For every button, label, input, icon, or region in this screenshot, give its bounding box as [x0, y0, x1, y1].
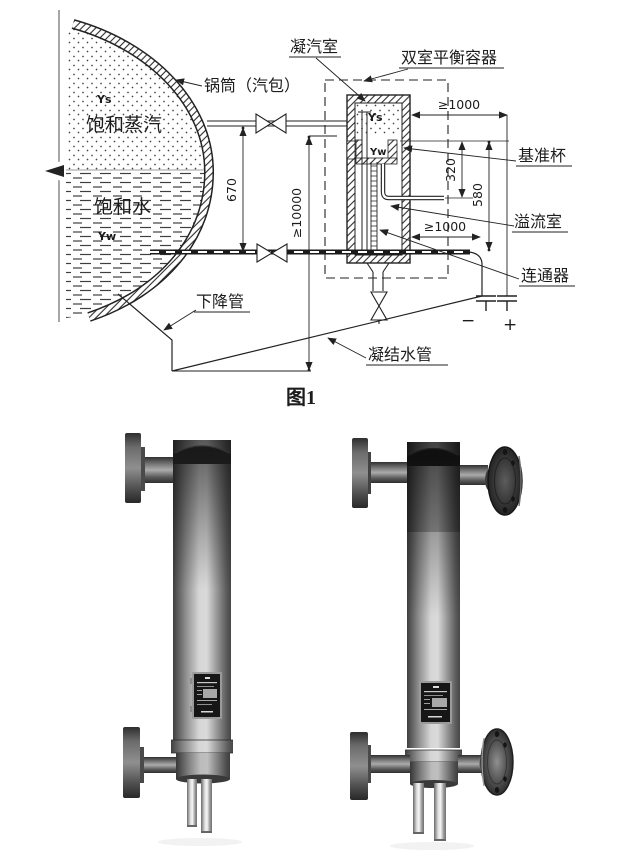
shadow [158, 838, 242, 846]
top-flange [125, 433, 141, 503]
top-right-flange-disc [487, 446, 523, 516]
cup-support [346, 140, 356, 160]
pressure-taps: − + [461, 115, 517, 335]
steam-pipe [207, 113, 362, 134]
reference-cup-label-group: 基准杯 [403, 145, 572, 167]
overflow-elbow-bore [381, 164, 444, 200]
bottom-collar [171, 740, 233, 753]
overflow-chamber-label-group: 溢流室 [390, 203, 568, 233]
photo-background [0, 430, 628, 860]
top-left-flange [352, 438, 368, 508]
downcomer-line [117, 293, 173, 371]
balance-vessel: Ys Yw [346, 94, 444, 324]
nameplate [190, 672, 222, 719]
water-valve-icon [270, 243, 288, 263]
top-left-flange-hub [366, 452, 371, 494]
shadow [390, 842, 474, 850]
vessel-boundary-dashed [324, 79, 449, 279]
balance-vessel-schematic: Ys 饱和蒸汽 饱和水 Yw Ys Yw [42, 10, 575, 409]
bottom-right-nozzle-pipe [458, 755, 484, 773]
balance-vessel-photo-left [123, 433, 233, 833]
condensing-chamber-steam [356, 104, 401, 136]
body-shading [407, 442, 460, 617]
bottom-right-flange-disc [480, 728, 514, 796]
bottom-flange-hub [138, 747, 144, 783]
vessel-drain [366, 262, 390, 324]
reference-cup-wall [355, 139, 363, 161]
saturated-steam-region [66, 24, 208, 170]
reference-cup-bottom [355, 157, 398, 165]
water-valve-icon [256, 243, 274, 263]
drum-gamma-steam: Ys [96, 93, 112, 106]
dim-320: 320 [443, 158, 458, 182]
drain-pipe [434, 783, 446, 841]
steam-valve-icon [269, 113, 287, 134]
drain-valve-icon [370, 291, 388, 308]
nameplate [417, 681, 452, 724]
dimensions: 670 ≥10000 ≥1000 320 580 ≥1000 [224, 97, 509, 372]
labels: 锅筒（汽包） 凝汽室 双室平衡容器 基准杯 溢流室 [163, 38, 575, 409]
steam-valve-icon [255, 113, 273, 134]
saturated-water-region [66, 170, 208, 318]
balance-vessel-photos [0, 430, 628, 860]
drum-label: 锅筒（汽包） [204, 77, 300, 95]
plus-tap-label: + [503, 315, 517, 335]
connector-label-group: 连通器 [379, 229, 575, 287]
overflow-chamber-label: 溢流室 [514, 213, 562, 231]
top-nozzle-pipe [141, 457, 174, 483]
condensing-chamber-label: 凝汽室 [290, 38, 338, 56]
vessel-title: 双室平衡容器 [401, 49, 497, 67]
top-flange-hub [139, 447, 145, 491]
drum-label-group: 锅筒（汽包） [175, 77, 300, 95]
minus-impulse-line [467, 251, 483, 296]
plus-tap-icon [497, 295, 517, 311]
connector-label: 连通器 [521, 267, 569, 285]
drain-pipe [413, 783, 424, 834]
figure-caption: 图1 [286, 386, 316, 409]
downcomer-label-group: 下降管 [163, 293, 250, 331]
drain-pipe [187, 779, 197, 827]
bottom-collar [405, 750, 462, 762]
boiler-drum: Ys 饱和蒸汽 饱和水 Yw [42, 10, 215, 322]
drum-water-label: 饱和水 [94, 196, 151, 218]
top-right-nozzle-pipe [460, 465, 488, 485]
drum-steam-label: 饱和蒸汽 [86, 114, 162, 136]
reference-cup-label: 基准杯 [518, 147, 566, 165]
balance-vessel-photo-right [350, 438, 523, 841]
dim-10000: ≥10000 [289, 188, 304, 238]
bottom-left-nozzle-pipe [368, 755, 410, 773]
condensate-slope-line [171, 295, 483, 372]
vessel-title-group: 双室平衡容器 [363, 49, 504, 83]
condensate-label-group: 凝结水管 [327, 337, 448, 366]
body-shading-top [407, 442, 460, 532]
bottom-nozzle-pipe [142, 757, 176, 773]
cup-gamma-water: Yw [369, 147, 386, 158]
minus-tap-icon [476, 295, 496, 311]
connector-tube [370, 162, 378, 250]
bottom-left-flange [350, 732, 368, 800]
dim-670: 670 [224, 178, 239, 202]
dim-bottom-1000: ≥1000 [424, 219, 466, 234]
water-level-arrow-icon [45, 165, 64, 177]
dim-top-1000: ≥1000 [438, 97, 480, 112]
minus-tap-label: − [461, 311, 475, 331]
drum-gamma-water: Yw [97, 230, 116, 243]
bottom-left-flange-hub [366, 745, 371, 783]
body-shading [173, 440, 231, 590]
bottom-flange [123, 727, 140, 798]
bottom-sleeve [410, 762, 458, 784]
condensate-label: 凝结水管 [368, 346, 432, 364]
vessel-gamma-steam: Ys [367, 111, 383, 124]
drain-pipe [201, 779, 212, 833]
condensing-chamber-label-group: 凝汽室 [289, 38, 366, 102]
top-left-nozzle-pipe [368, 462, 407, 483]
reference-cup-wall [387, 139, 398, 161]
condensate-piping [117, 293, 483, 372]
dim-580: 580 [470, 183, 485, 207]
drum-shell-hatch [72, 20, 213, 321]
downcomer-label: 下降管 [196, 293, 244, 311]
